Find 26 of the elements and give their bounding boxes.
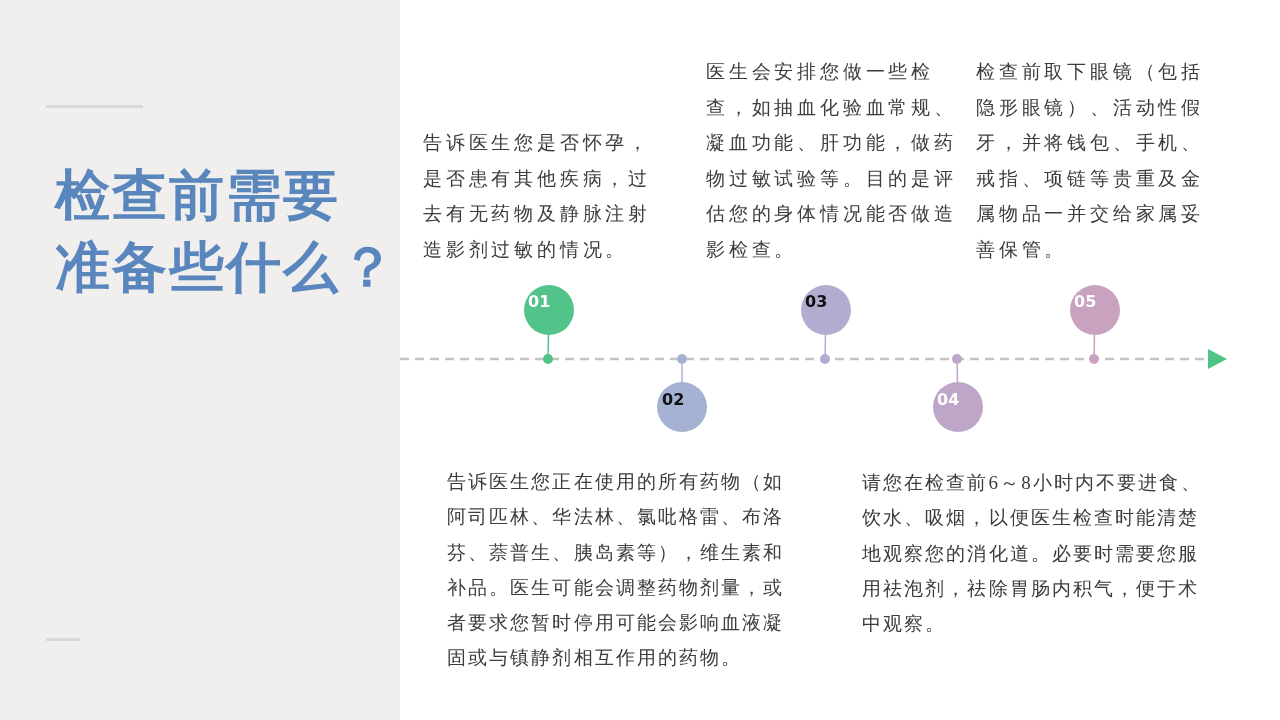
stem-line	[681, 363, 683, 383]
step-circle	[1070, 285, 1120, 335]
step-circle	[801, 285, 851, 335]
step-number: 04	[937, 391, 960, 409]
step-circle	[524, 285, 574, 335]
step-description: 告诉医生您是否怀孕，是否患有其他疾病，过去有无药物及静脉注射造影剂过敏的情况。	[423, 131, 652, 262]
timeline-dot	[952, 354, 962, 364]
stem-line	[824, 334, 827, 355]
step-description: 请您在检查前6～8小时内不要进食、饮水、吸烟，以便医生检查时能清楚地观察您的消化道。必要时需要您服用祛泡剂，祛除胃肠内积气，便于术中观察。	[862, 471, 1203, 637]
step-description: 告诉医生您正在使用的所有药物（如阿司匹林、华法林、氯吡格雷、布洛芬、萘普生、胰岛素等），维生素和补品。医生可能会调整药物剂量，或者要求您暂时停用可能会影响血液凝固或与镇静剂相互作用的药物。	[447, 470, 786, 671]
timeline-dot	[1089, 354, 1099, 364]
step-number: 01	[528, 293, 551, 311]
step-number: 02	[662, 391, 685, 409]
stem-line	[1093, 334, 1096, 355]
step-circle	[933, 382, 983, 432]
step-description: 医生会安排您做一些检查，如抽血化验血常规、凝血功能、肝功能，做药物过敏试验等。目的是评估您的身体情况能否做造影检查。	[706, 60, 958, 262]
step-number: 05	[1074, 293, 1097, 311]
step-description: 检查前取下眼镜（包括隐形眼镜）、活动性假牙，并将钱包、手机、戒指、项链等贵重及金属物品一并交给家属妥善保管。	[976, 60, 1205, 262]
timeline-dot	[677, 354, 687, 364]
timeline-dot	[543, 354, 553, 364]
title: 检查前需要准备些什么？	[55, 161, 398, 301]
step-circle	[657, 382, 707, 432]
stem-line	[956, 363, 959, 383]
step-number: 03	[805, 293, 828, 311]
timeline-dot	[820, 354, 830, 364]
stem-line	[547, 334, 550, 355]
